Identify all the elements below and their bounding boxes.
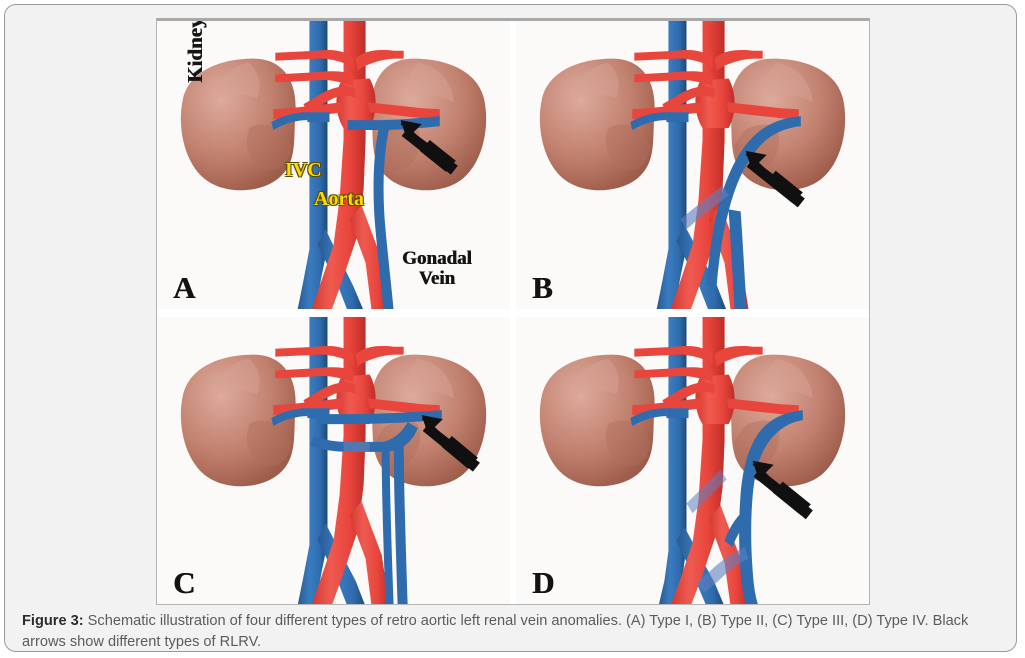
ivc-vessel: [656, 21, 687, 309]
figure-image: Kidney IVC Aorta Gonadal Vein A: [156, 18, 870, 605]
left-renal-vein: [706, 116, 801, 287]
ivc-vessel: [297, 316, 328, 604]
panel-letter-d: D: [532, 565, 555, 600]
gonadal-vein: [373, 124, 394, 309]
ivc-vessel: [297, 21, 328, 309]
left-renal-vein: [739, 409, 803, 604]
right-renal-artery: [726, 397, 799, 415]
figure-caption-text: Schematic illustration of four different…: [22, 613, 969, 650]
arrow-indicator: [400, 120, 458, 175]
left-renal-vein-anterior: [317, 409, 442, 424]
right-renal-artery: [367, 397, 440, 415]
retroaortic-segment: [343, 441, 370, 452]
right-renal-artery: [367, 102, 440, 120]
panel-c[interactable]: C: [157, 316, 510, 604]
right-renal-artery: [726, 102, 799, 120]
label-kidney: Kidney: [183, 21, 207, 83]
panel-b[interactable]: B: [516, 21, 869, 309]
arrow-indicator: [421, 414, 480, 472]
retroaortic-segment: [680, 185, 729, 230]
panel-letter-c: C: [173, 565, 196, 600]
arrow-indicator: [752, 460, 813, 519]
left-kidney-shape: [180, 354, 296, 486]
panel-c-illustration: [180, 316, 487, 604]
figure-caption: Figure 3: Schematic illustration of four…: [22, 611, 997, 651]
left-kidney-shape: [180, 58, 296, 191]
gonadal-vein: [728, 209, 747, 309]
gonadal-vein: [393, 437, 408, 604]
label-gonadal-vein: Gonadal Vein: [402, 248, 472, 289]
arrow-indicator: [745, 150, 805, 208]
left-kidney-shape: [539, 58, 655, 191]
panel-letter-a: A: [173, 269, 196, 305]
panel-grid: Kidney IVC Aorta Gonadal Vein A: [157, 21, 869, 604]
label-ivc: IVC: [285, 159, 322, 181]
figure-card: Kidney IVC Aorta Gonadal Vein A: [4, 4, 1017, 652]
panel-a-illustration: [180, 21, 487, 309]
retroaortic-segment: [696, 546, 749, 593]
panel-d[interactable]: D: [516, 316, 869, 604]
panel-letter-b: B: [532, 269, 554, 305]
label-aorta: Aorta: [314, 188, 364, 210]
ivc-vessel: [658, 316, 687, 604]
figure-caption-label: Figure 3:: [22, 613, 84, 629]
gonadal-vein: [724, 510, 749, 547]
left-kidney-shape: [539, 354, 655, 486]
panel-a[interactable]: Kidney IVC Aorta Gonadal Vein A: [157, 21, 510, 309]
panel-d-illustration: [539, 316, 846, 604]
panel-b-illustration: [539, 21, 846, 309]
left-renal-vein-posterior: [310, 421, 418, 452]
